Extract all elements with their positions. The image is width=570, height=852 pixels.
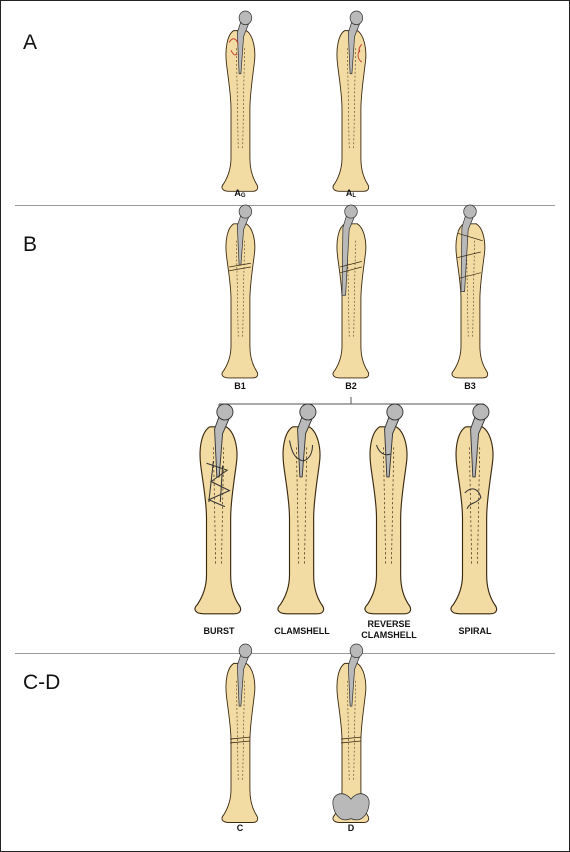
caption-c: C (237, 823, 244, 834)
caption-b1: B1 (234, 381, 246, 392)
femur-burst (195, 404, 241, 614)
caption-d: D (348, 823, 355, 834)
caption-ag: AG (234, 188, 245, 202)
subtype-bracket (219, 397, 484, 411)
femur-b3 (452, 205, 488, 378)
caption-burst: BURST (204, 626, 235, 637)
caption-al: AL (346, 188, 356, 202)
femur-reverse-clamshell (365, 404, 411, 614)
caption-spiral: SPIRAL (458, 626, 491, 637)
caption-clamshell: CLAMSHELL (274, 626, 330, 637)
femur-spiral (451, 404, 497, 614)
femur-ag (222, 11, 258, 191)
femur-al (333, 11, 369, 191)
caption-b3: B3 (464, 381, 476, 392)
femur-clamshell (278, 404, 324, 614)
femur-c (222, 644, 258, 822)
femur-b2 (333, 205, 369, 378)
femur-d (333, 644, 369, 822)
femur-b1 (222, 205, 258, 378)
caption-b2: B2 (345, 381, 357, 392)
